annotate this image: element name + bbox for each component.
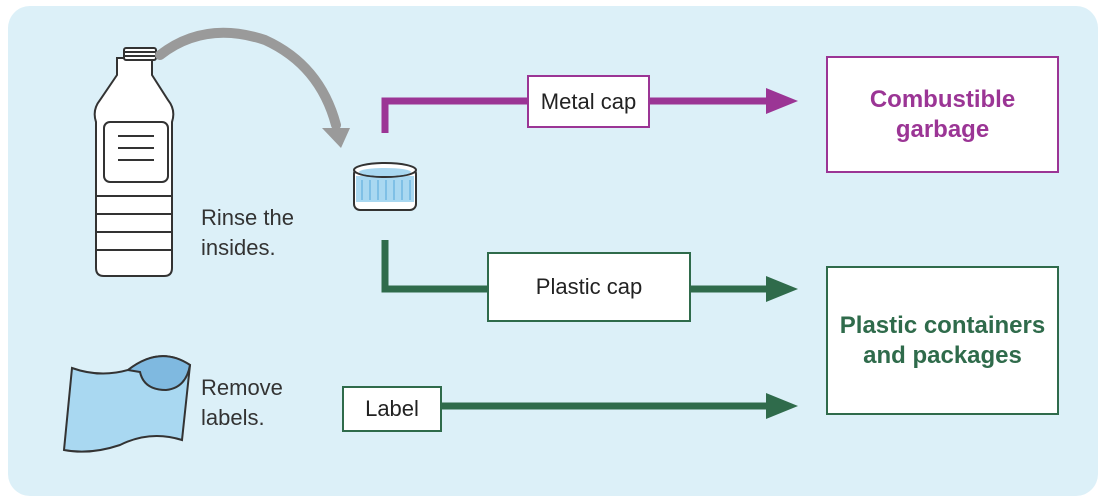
rinse-note: Rinse the insides. <box>201 205 294 260</box>
combustible-garbage-label: Combustible garbage <box>869 85 1016 143</box>
plastic-containers-label: Plastic containers and packages <box>839 311 1046 369</box>
plastic-cap-label: Plastic cap <box>535 274 643 299</box>
metal-cap-label: Metal cap <box>540 88 637 114</box>
label-label: Label <box>365 396 419 421</box>
cap-icon <box>353 162 417 211</box>
plastic-cap-box: Plastic cap <box>487 252 691 322</box>
label-box: Label <box>342 386 442 432</box>
combustible-garbage-box: Combustible garbage <box>826 56 1059 173</box>
label-sheet-icon <box>62 355 192 453</box>
plastic-containers-box: Plastic containers and packages <box>826 266 1059 415</box>
metal-cap-box: Metal cap <box>527 75 650 128</box>
curve-arrow <box>155 27 350 148</box>
remove-labels-note: Remove labels. <box>201 375 283 430</box>
bottle-icon <box>93 47 175 277</box>
label-connector <box>440 393 798 419</box>
